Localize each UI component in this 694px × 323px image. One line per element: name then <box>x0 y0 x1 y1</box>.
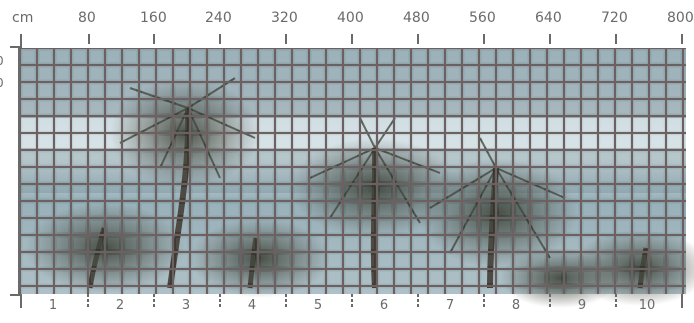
panel-separator <box>153 294 155 308</box>
panel-separator <box>20 294 22 308</box>
panel-number-10: 10 <box>638 298 656 313</box>
ruler-tick <box>417 34 419 44</box>
panel-separator <box>87 294 89 308</box>
ruler-mark-240: 240 <box>205 10 232 26</box>
ruler-tick <box>549 34 551 44</box>
panel-number-8: 8 <box>511 298 521 313</box>
ruler-tick <box>153 34 155 44</box>
ruler-mark-400: 400 <box>337 10 364 26</box>
panel-number-3: 3 <box>181 298 191 313</box>
panel-separator <box>285 294 287 308</box>
ruler-mark-160: 160 <box>140 10 167 26</box>
bottom-baseline <box>10 294 22 296</box>
panel-separator <box>549 294 551 308</box>
ruler-mark-80: 80 <box>78 10 96 26</box>
side-mark-bottom: 0 <box>0 76 4 90</box>
mural-left-edge <box>18 48 20 294</box>
ruler-tick <box>285 34 287 44</box>
ruler-tick <box>219 34 221 44</box>
ruler-tick <box>20 34 22 48</box>
side-mark-top: 0 <box>0 54 4 68</box>
ruler-tick <box>615 34 617 44</box>
panel-number-1: 1 <box>48 298 58 313</box>
panel-separator <box>681 294 683 308</box>
panel-separator <box>351 294 353 308</box>
panel-separator <box>417 294 419 308</box>
palm-glass-block-image <box>20 48 694 308</box>
wallpaper-mural-preview <box>20 48 694 308</box>
panel-number-4: 4 <box>247 298 257 313</box>
panel-separator <box>615 294 617 308</box>
ruler-tick <box>88 34 90 44</box>
panel-number-5: 5 <box>313 298 323 313</box>
ruler-tick <box>351 34 353 44</box>
ruler-mark-560: 560 <box>469 10 496 26</box>
ruler-mark-480: 480 <box>403 10 430 26</box>
ruler-tick <box>681 34 683 44</box>
ruler-unit-label: cm <box>12 10 34 26</box>
panel-number-9: 9 <box>577 298 587 313</box>
ruler-mark-800: 800 <box>667 10 694 26</box>
ruler-tick <box>483 34 485 44</box>
panel-number-6: 6 <box>379 298 389 313</box>
panel-number-2: 2 <box>115 298 125 313</box>
panel-number-7: 7 <box>445 298 455 313</box>
ruler-mark-640: 640 <box>535 10 562 26</box>
ruler-mark-720: 720 <box>601 10 628 26</box>
panel-separator <box>219 294 221 308</box>
ruler-baseline <box>10 46 22 48</box>
ruler-mark-320: 320 <box>271 10 298 26</box>
panel-separator <box>483 294 485 308</box>
